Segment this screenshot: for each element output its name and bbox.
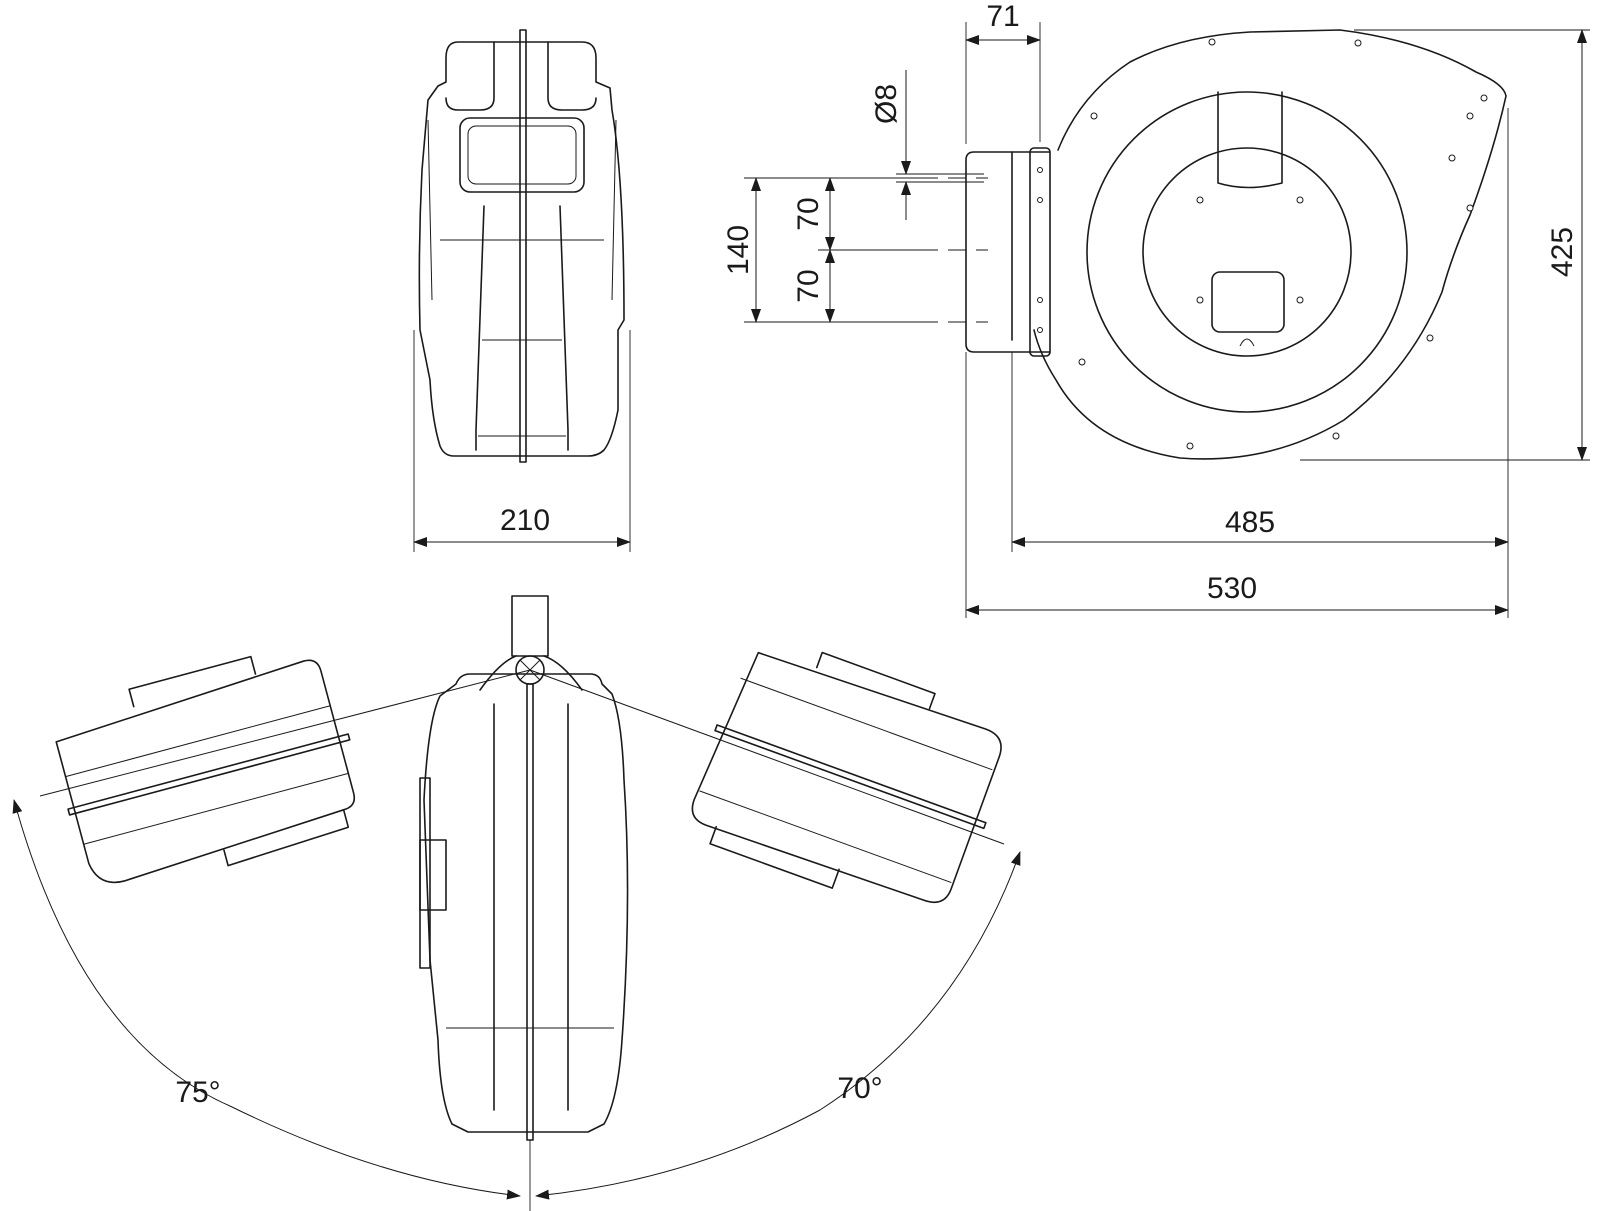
swivel-75-label: 75° <box>175 1076 220 1109</box>
housing-screw-holes <box>1037 38 1488 450</box>
dimension-bolt-spacing: 140 70 70 <box>722 177 920 323</box>
dimension-bolt-diameter: Ø8 <box>870 70 984 220</box>
dim-71-label: 71 <box>986 0 1019 33</box>
bolt-centerlines <box>920 177 988 323</box>
dim-diameter-label: Ø8 <box>870 84 903 124</box>
dim-530-label: 530 <box>1207 572 1257 605</box>
dimension-width-210: 210 <box>413 330 631 552</box>
dimension-mount-71: 71 <box>965 0 1041 144</box>
reel-left-position <box>55 655 356 884</box>
reel-right-position <box>691 651 1002 904</box>
dimension-width-485-530: 485 530 <box>965 108 1509 618</box>
reel-center-position <box>419 673 629 1141</box>
dimension-height-425: 425 <box>1300 29 1590 461</box>
dim-140-label: 140 <box>722 225 755 275</box>
dim-70-upper-label: 70 <box>792 197 825 230</box>
swivel-view: 75° 70° <box>12 595 1021 1211</box>
dim-485-label: 485 <box>1225 506 1275 539</box>
front-view <box>418 29 625 463</box>
dim-425-label: 425 <box>1546 227 1579 277</box>
side-view <box>965 29 1507 460</box>
dim-70-lower-label: 70 <box>792 269 825 302</box>
swivel-70-label: 70° <box>837 1072 882 1105</box>
dim-210-label: 210 <box>500 504 550 537</box>
